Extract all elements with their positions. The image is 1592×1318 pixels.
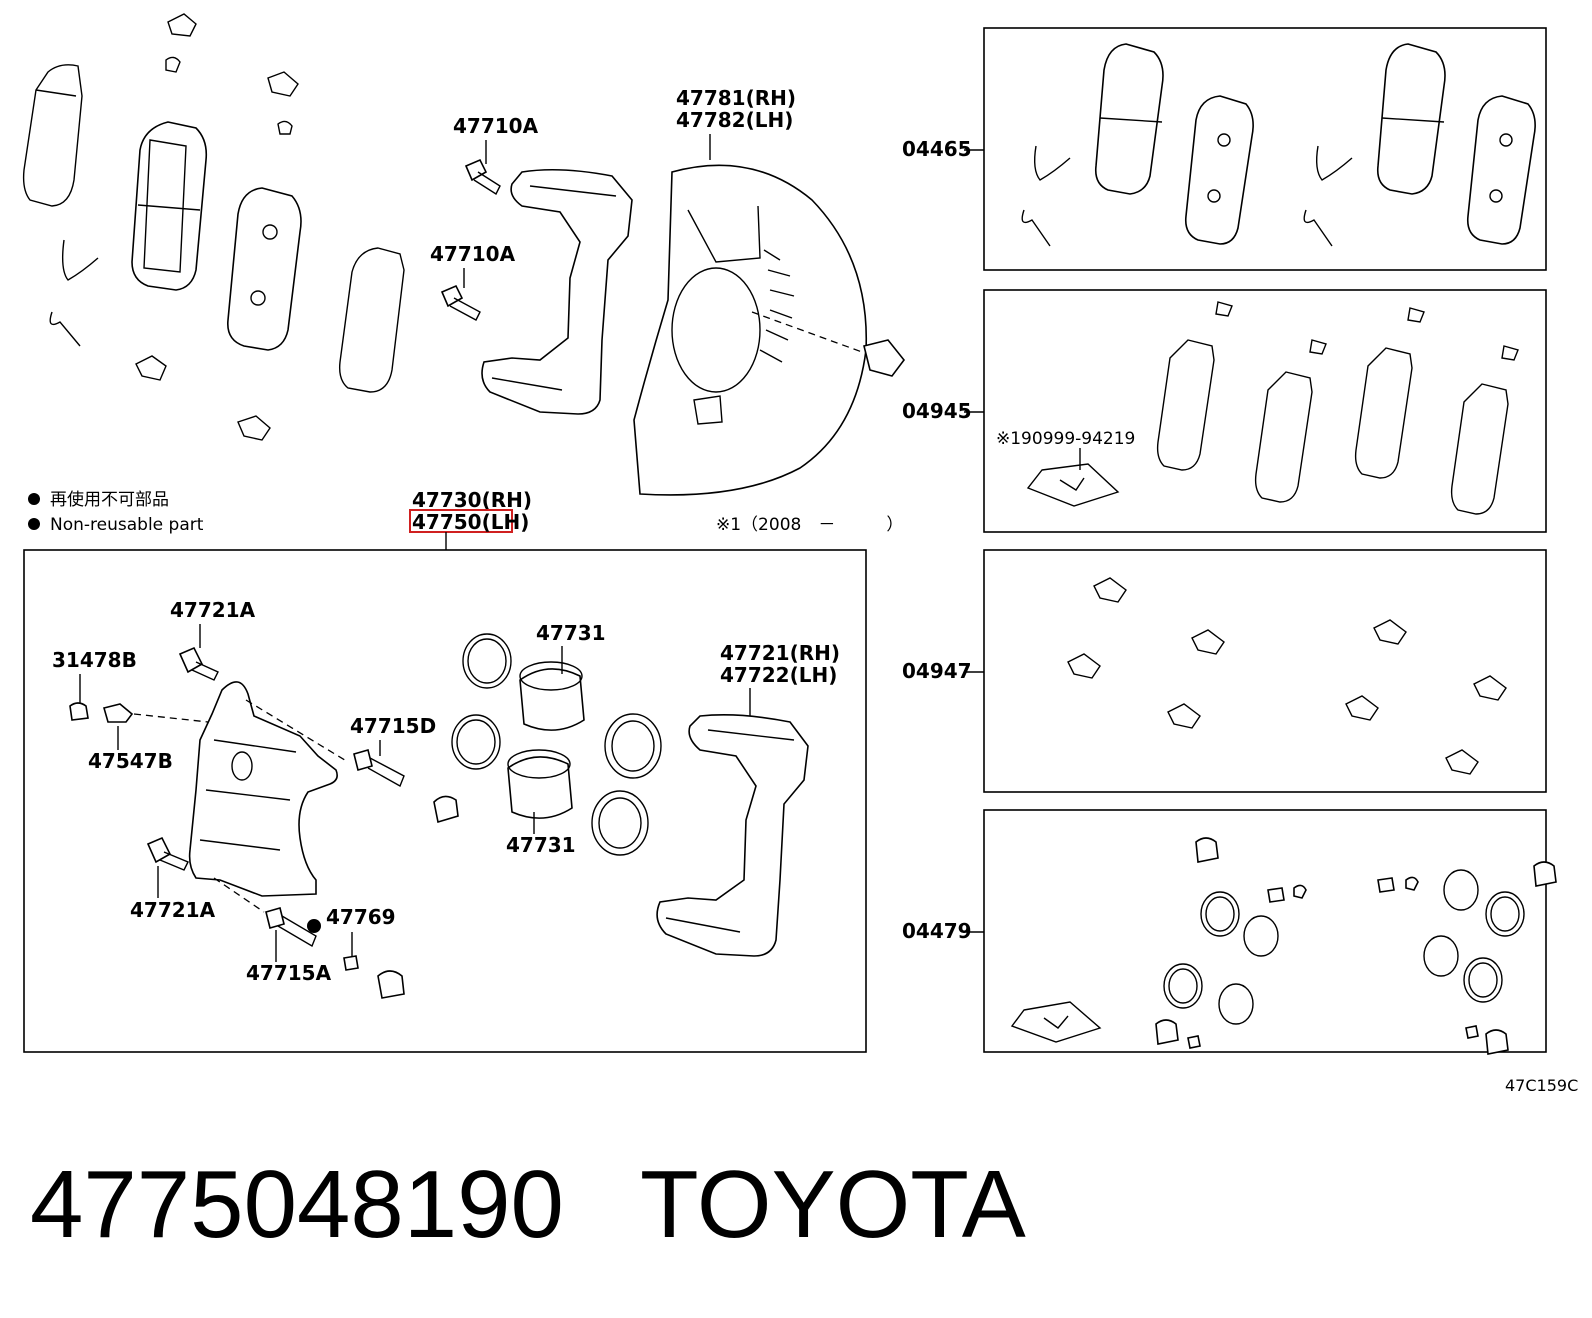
legend-text-jp: 再使用不可部品 bbox=[50, 489, 169, 510]
label-47715d: 47715D bbox=[350, 714, 436, 738]
label-47781-rh: 47781(RH) bbox=[676, 86, 796, 110]
kit-04479-parts bbox=[1010, 837, 1557, 1055]
kit-04947-parts bbox=[1067, 577, 1507, 775]
drawing-code: 47C159C bbox=[1505, 1076, 1579, 1095]
caliper-assembly-box bbox=[23, 549, 867, 1053]
label-47721-rh: 47721(RH) bbox=[720, 641, 840, 665]
caliper-assembly-label: 47730(RH) 47750(LH) ※1（2008 － ） bbox=[409, 488, 903, 550]
brand-name: TOYOTA bbox=[640, 1151, 1026, 1258]
kit-04465-parts bbox=[1021, 43, 1536, 247]
label-47547b: 47547B bbox=[88, 749, 173, 773]
label-47721a-top: 47721A bbox=[170, 598, 256, 622]
label-31478b: 31478B bbox=[52, 648, 137, 672]
label-47730-rh: 47730(RH) bbox=[412, 488, 532, 512]
kit-box-04947 bbox=[983, 549, 1547, 793]
label-47710a-top: 47710A bbox=[453, 114, 539, 138]
kit-label-04479: 04479 bbox=[902, 919, 972, 943]
year-note: ※1（2008 － ） bbox=[716, 515, 903, 535]
label-47721a-bottom: 47721A bbox=[130, 898, 216, 922]
non-reusable-bullet-icon bbox=[28, 493, 40, 505]
non-reusable-bullet-icon bbox=[28, 518, 40, 530]
label-47722-lh: 47722(LH) bbox=[720, 663, 837, 687]
label-47750-lh: 47750(LH) bbox=[412, 510, 529, 534]
mounting-bracket-assembly bbox=[440, 158, 906, 496]
part-number: 4775048190 bbox=[30, 1151, 564, 1258]
label-47715a: 47715A bbox=[246, 961, 332, 985]
caliper-labels: 47721A 31478B 47547B 47715D 47731 47731 … bbox=[52, 598, 840, 985]
label-47731-bottom: 47731 bbox=[506, 833, 576, 857]
kit-label-04947: 04947 bbox=[902, 659, 972, 683]
label-47710a-bottom: 47710A bbox=[430, 242, 516, 266]
highlight-box bbox=[409, 509, 513, 533]
label-47731-top: 47731 bbox=[536, 621, 606, 645]
kit-label-04945: 04945 bbox=[902, 399, 972, 423]
kit-box-04479 bbox=[983, 809, 1547, 1053]
legend-text-en: Non-reusable part bbox=[50, 515, 204, 535]
kit-box-04465 bbox=[983, 27, 1547, 271]
label-47769: 47769 bbox=[326, 905, 396, 929]
label-47782-lh: 47782(LH) bbox=[676, 108, 793, 132]
non-reusable-bullet-icon bbox=[307, 919, 321, 933]
kit-note: ※190999-94219 bbox=[996, 429, 1135, 449]
legend: 再使用不可部品 Non-reusable part bbox=[28, 489, 204, 535]
kit-04945-parts bbox=[1026, 301, 1519, 515]
top-center-labels: 47710A 47710A 47781(RH) 47782(LH) bbox=[430, 86, 796, 288]
kit-label-04465: 04465 bbox=[902, 137, 972, 161]
brake-pad-set-left bbox=[22, 13, 405, 441]
caliper-assembly-parts bbox=[69, 633, 809, 999]
kit-box-04945 bbox=[983, 289, 1547, 533]
